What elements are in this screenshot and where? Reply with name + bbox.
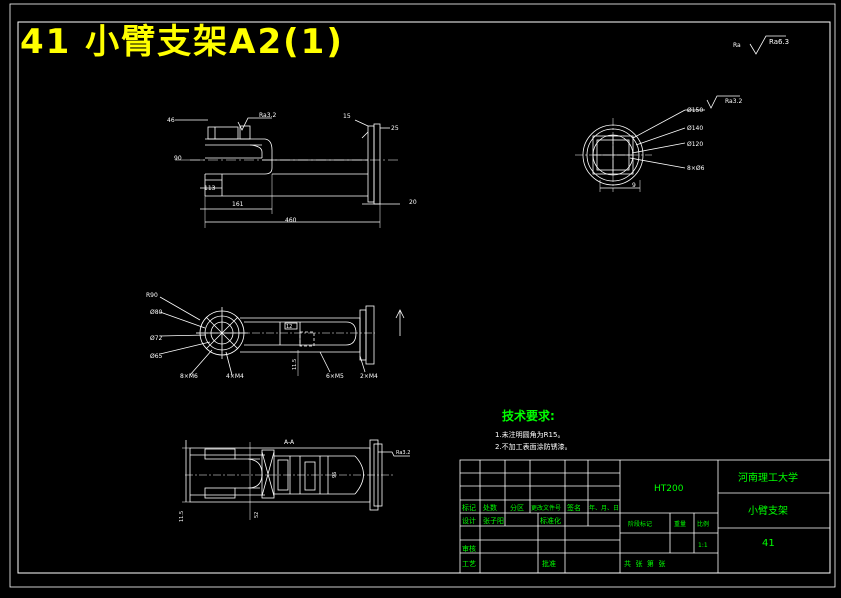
section-label: A-A [284, 439, 295, 446]
dim-96: 96 [332, 472, 338, 478]
inner-frame [17, 21, 831, 574]
corner-roughness-symbol: Ra Ra6.3 [733, 35, 789, 55]
tb-label-approve: 批准 [542, 559, 556, 568]
tb-label-date: 年、月、日 [589, 504, 619, 512]
tb-designer: 张子阳 [483, 516, 504, 525]
page-title: 41 小臂支架A2(1) [20, 22, 344, 62]
view-section-dims: A-A Ra3.2 11.5 52 96 [179, 439, 410, 522]
view-top-dims: R90 Ø80 Ø72 Ø65 8×M6 4×M4 6×M5 2×M4 11.5… [146, 292, 378, 380]
dim-2xm4: 2×M4 [360, 373, 378, 380]
dim-6xm5: 6×M5 [326, 373, 344, 380]
dim-d72: Ø72 [150, 335, 163, 342]
tb-label-process: 工艺 [462, 560, 476, 568]
dim-25: 25 [391, 125, 399, 132]
tb-label-count: 处数 [483, 503, 497, 512]
school-name: 河南理工大学 [738, 471, 798, 484]
view-front-roughness: Ra3.2 [259, 112, 276, 119]
dim-46: 46 [167, 117, 175, 124]
dim-12: 12 [286, 324, 292, 330]
dim-161: 161 [232, 201, 244, 208]
dim-113: 113 [204, 185, 216, 192]
tb-label-scale: 比例 [697, 520, 709, 528]
tech-requirements: 技术要求: 1.未注明圆角为R15。 2.不加工表面涂防锈漆。 [495, 408, 572, 451]
dim-8xd6: 8×Ø6 [687, 165, 705, 172]
view-top [159, 296, 405, 376]
tb-label-zone: 分区 [510, 503, 524, 512]
corner-roughness-text: Ra6.3 [769, 38, 789, 46]
title-block [459, 459, 831, 574]
view-front [175, 117, 400, 228]
view-section [182, 439, 410, 520]
tb-label-stage: 阶段标记 [628, 520, 652, 528]
dim-9: 9 [632, 182, 636, 189]
tb-label-standard: 标准化 [540, 516, 561, 525]
dim-90: 90 [174, 155, 182, 162]
tb-label-sign: 签名 [567, 503, 581, 512]
dim-d65: Ø65 [150, 353, 163, 360]
view-side-roughness: Ra3.2 [725, 98, 742, 105]
tb-label-sheets: 共 张 第 张 [624, 559, 665, 568]
dim-d120: Ø120 [687, 141, 703, 148]
dim-20: 20 [409, 199, 417, 206]
dim-11-5-top: 11.5 [292, 359, 298, 370]
tb-label-review: 审核 [462, 544, 476, 553]
dim-52: 52 [254, 512, 260, 518]
dim-4xm4: 4×M4 [226, 373, 244, 380]
tech-line-1: 1.未注明圆角为R15。 [495, 430, 564, 439]
view-side [575, 95, 740, 192]
dim-460: 460 [285, 217, 297, 224]
dim-8xm6: 8×M6 [180, 373, 198, 380]
svg-text:Ra: Ra [733, 42, 741, 49]
material: HT200 [654, 484, 684, 494]
tb-label-mark: 标记 [462, 503, 476, 512]
dim-d80: Ø80 [150, 309, 163, 316]
view-front-dims: 46 90 113 161 460 25 20 15 Ra3.2 [167, 112, 417, 224]
tb-label-design: 设计 [462, 516, 476, 525]
drawing-number: 41 [762, 538, 775, 549]
tech-line-2: 2.不加工表面涂防锈漆。 [495, 442, 572, 451]
tb-label-change-doc: 更改文件号 [531, 504, 561, 512]
dim-d140: Ø140 [687, 125, 703, 132]
tb-label-weight: 重量 [674, 520, 686, 528]
part-name: 小臂支架 [748, 504, 788, 517]
dim-d150: Ø150 [687, 107, 703, 114]
tech-heading: 技术要求: [502, 408, 555, 423]
title-block-text: HT200 河南理工大学 小臂支架 41 1:1 标记 处数 分区 更改文件号 … [462, 471, 798, 568]
view-side-dims: Ø150 Ø140 Ø120 8×Ø6 9 Ra3.2 [632, 98, 742, 189]
scale-value: 1:1 [698, 542, 708, 549]
outer-frame [9, 3, 836, 588]
dim-11-5-section: 11.5 [179, 511, 185, 522]
dim-15: 15 [343, 113, 351, 120]
dim-r90: R90 [146, 292, 158, 299]
view-section-roughness: Ra3.2 [396, 450, 410, 456]
